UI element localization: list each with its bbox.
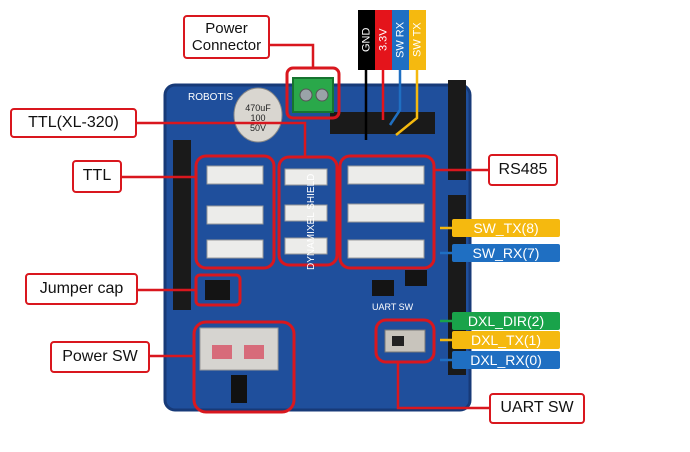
wire-tag-sw-rx: SW RX (392, 10, 409, 70)
power-sw-outline (192, 320, 296, 414)
board-uart-text: UART SW (372, 302, 414, 312)
capacitor-text: 470uF 100 50V (245, 103, 271, 133)
leader-power-connector (270, 43, 315, 68)
ttl-port (206, 165, 264, 185)
ic-chip (405, 270, 427, 286)
ttl-xl320-port (284, 204, 328, 222)
power-switch-body (199, 327, 279, 371)
right-header-bottom (448, 195, 466, 375)
pin-tag-dxl-dir: DXL_DIR(2) (452, 312, 560, 330)
ttl-outline (194, 154, 276, 270)
screw-terminal (315, 88, 329, 102)
rs485-port (347, 203, 425, 223)
power-switch-slider (212, 345, 232, 359)
uart-sw-label: UART SW (489, 393, 585, 424)
ic-chip (372, 280, 394, 296)
leader-uart-sw (396, 362, 489, 410)
power-switch-knob (231, 375, 247, 403)
board-silkscreen: DYNAMIXEL SHIELD (306, 173, 317, 270)
top-header (330, 112, 435, 134)
ttl-xl320-port (284, 168, 328, 186)
rs485-port (347, 165, 425, 185)
uart-switch-body (384, 329, 426, 353)
power-sw-label: Power SW (50, 341, 150, 373)
rs485-outline (338, 154, 436, 270)
power-connector-label: Power Connector (183, 15, 270, 59)
uart-switch-knob (392, 336, 404, 346)
jumper-cap-part (205, 280, 230, 300)
uart-sw-outline (374, 318, 436, 364)
ttl-port (206, 205, 264, 225)
left-header (173, 140, 191, 310)
board-brand: ROBOTIS (188, 92, 234, 103)
wire-tag-sw-tx: SW TX (409, 10, 426, 70)
ttl-xl320-label: TTL(XL-320) (10, 108, 137, 138)
screw-terminal (299, 88, 313, 102)
ttl-label: TTL (72, 160, 122, 193)
wire-tag-3v3: 3.3V (375, 10, 392, 70)
power-switch-slider (244, 345, 264, 359)
pin-tag-sw-rx: SW_RX(7) (452, 244, 560, 262)
pin-tag-dxl-rx: DXL_RX(0) (452, 351, 560, 369)
pin-tag-dxl-tx: DXL_TX(1) (452, 331, 560, 349)
right-header-top (448, 80, 466, 180)
wire-tag-gnd: GND (358, 10, 375, 70)
pin-tag-sw-tx: SW_TX(8) (452, 219, 560, 237)
rs485-port (347, 239, 425, 259)
ttl-xl320-outline (277, 155, 339, 267)
ttl-xl320-port (284, 237, 328, 255)
jumper-cap-label: Jumper cap (25, 273, 138, 305)
leader-ttl-xl320 (137, 121, 307, 157)
rs485-label: RS485 (488, 154, 558, 186)
capacitor (233, 87, 283, 143)
ttl-port (206, 239, 264, 259)
